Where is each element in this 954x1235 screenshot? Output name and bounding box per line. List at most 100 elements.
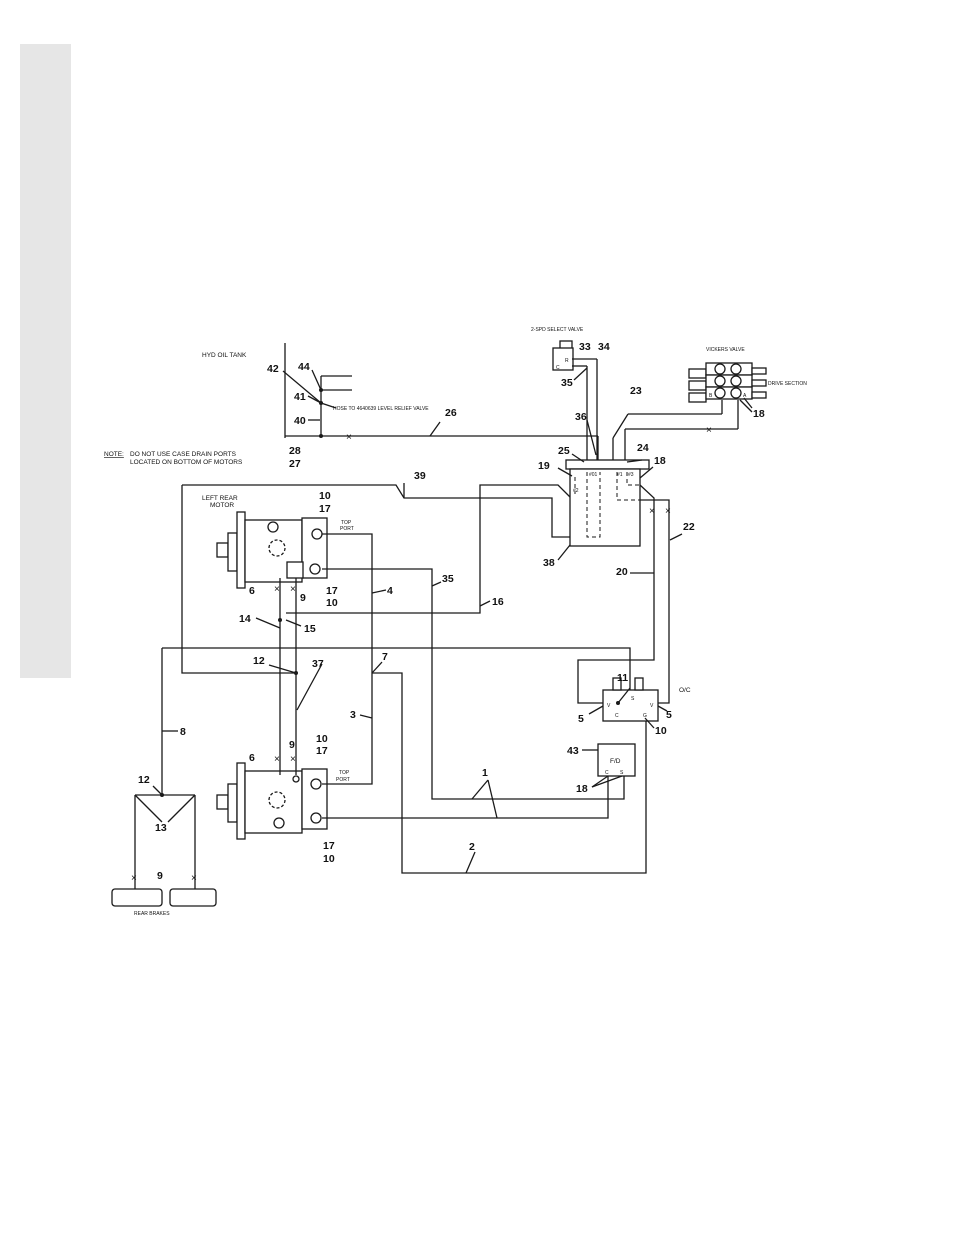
- callout-36: 36: [575, 411, 587, 423]
- callout-35-mid: 35: [442, 573, 454, 585]
- upper-motor: [216, 511, 328, 589]
- callout-40: 40: [294, 415, 306, 427]
- callout-8: 8: [180, 726, 186, 738]
- upper-top-port-1: TOP: [341, 520, 352, 526]
- callout-39: 39: [414, 470, 426, 482]
- callout-37: 37: [312, 658, 324, 670]
- callout-6-lower: 6: [249, 752, 255, 764]
- callout-5-right: 5: [666, 709, 672, 721]
- oc-port-s: S: [631, 696, 635, 702]
- svg-text:×: ×: [706, 425, 712, 436]
- callout-17-lower-b: 17: [323, 840, 335, 852]
- hose-35: [322, 568, 625, 800]
- callout-26: 26: [445, 407, 457, 419]
- hose-23: [612, 413, 629, 460]
- callout-43: 43: [567, 745, 579, 757]
- oc-port-c: C: [615, 713, 619, 719]
- callout-15: 15: [304, 623, 316, 635]
- svg-text:×: ×: [290, 584, 296, 595]
- fd-valve: [586, 743, 636, 777]
- callout-3: 3: [350, 709, 356, 721]
- callout-10-lower-b: 10: [323, 853, 335, 865]
- callout-33: 33: [579, 341, 591, 353]
- callout-42: 42: [267, 363, 279, 375]
- svg-text:×: ×: [131, 873, 137, 884]
- svg-text:×: ×: [665, 506, 671, 517]
- hose-22: [640, 499, 670, 704]
- callout-9-lower: 9: [289, 739, 295, 751]
- callout-41: 41: [294, 391, 306, 403]
- lower-motor: [216, 762, 328, 840]
- rear-brakes-label: REAR BRAKES: [134, 911, 170, 917]
- callout-19: 19: [538, 460, 550, 472]
- lower-top-port-2: PORT: [336, 777, 350, 783]
- manifold-block: [565, 459, 650, 547]
- two-speed-valve-label: 2-SPD SELECT VALVE: [531, 327, 584, 333]
- note-line-2: LOCATED ON BOTTOM OF MOTORS: [130, 459, 243, 466]
- callout-17-upper-a: 17: [319, 503, 331, 515]
- oc-port-g: G: [643, 713, 647, 719]
- callout-35-top: 35: [561, 377, 573, 389]
- callout-18-manifold: 18: [654, 455, 666, 467]
- callout-22: 22: [683, 521, 695, 533]
- callout-23: 23: [630, 385, 642, 397]
- callout-2: 2: [469, 841, 475, 853]
- left-margin-bar: [20, 44, 71, 678]
- hyd-oil-tank-label: HYD OIL TANK: [202, 352, 247, 359]
- hose-1: [322, 776, 609, 819]
- svg-text:×: ×: [346, 432, 352, 443]
- callout-10-upper-b: 10: [326, 597, 338, 609]
- fd-port-c: C: [605, 770, 609, 776]
- oc-port-v-right: V: [650, 703, 654, 709]
- callout-12-mid: 12: [253, 655, 265, 667]
- callout-27: 27: [289, 458, 301, 470]
- callout-9-brake: 9: [157, 870, 163, 882]
- hose-note: HOSE TO 4640639 LEVEL RELIEF VALVE: [333, 406, 429, 412]
- callout-18-vickers: 18: [753, 408, 765, 420]
- callout-5-left: 5: [578, 713, 584, 725]
- callout-4: 4: [387, 585, 393, 597]
- hose-37: [279, 578, 297, 775]
- callout-18-fd: 18: [576, 783, 588, 795]
- callout-1: 1: [482, 767, 488, 779]
- lower-top-port-1: TOP: [339, 770, 350, 776]
- svg-text:×: ×: [274, 754, 280, 765]
- vickers-valve-label: VICKERS VALVE: [706, 347, 745, 353]
- port-c-label: C: [556, 365, 560, 371]
- callout-34: 34: [598, 341, 610, 353]
- note-line-1: DO NOT USE CASE DRAIN PORTS: [130, 451, 237, 458]
- port-2-label: #2: [573, 488, 579, 494]
- oc-valve: [602, 677, 659, 722]
- hose-7-2: [372, 672, 647, 874]
- callout-7: 7: [382, 651, 388, 663]
- hyd-oil-tank: [284, 343, 599, 460]
- drive-section-label: DRIVE SECTION: [768, 381, 807, 387]
- callout-14: 14: [239, 613, 251, 625]
- left-rear-motor-label-2: MOTOR: [210, 502, 234, 509]
- callout-38: 38: [543, 557, 555, 569]
- upper-top-port-2: PORT: [340, 526, 354, 532]
- hose-20: [577, 484, 655, 704]
- hose-39: [181, 484, 570, 674]
- callout-17-upper-b: 17: [326, 585, 338, 597]
- callout-10-upper-a: 10: [319, 490, 331, 502]
- note-heading: NOTE:: [104, 451, 124, 458]
- oc-label: O/C: [679, 687, 691, 694]
- callout-11: 11: [617, 672, 628, 684]
- vickers-port-a: A: [743, 393, 747, 399]
- x-markers: × × × × × × × × × ×: [131, 425, 712, 884]
- hose-8: [162, 647, 631, 690]
- callout-13: 13: [155, 822, 167, 834]
- callout-10-lower-a: 10: [316, 733, 328, 745]
- callout-17-lower-a: 17: [316, 745, 328, 757]
- callout-28: 28: [289, 445, 301, 457]
- port-3-label: #3: [628, 472, 634, 478]
- port-1-label: #1: [617, 472, 623, 478]
- callout-12-brake: 12: [138, 774, 150, 786]
- callout-10-oc: 10: [655, 725, 667, 737]
- port-r-label: R: [565, 358, 569, 364]
- svg-text:×: ×: [649, 506, 655, 517]
- hose-4-3: [322, 533, 373, 785]
- callout-44: 44: [298, 361, 310, 373]
